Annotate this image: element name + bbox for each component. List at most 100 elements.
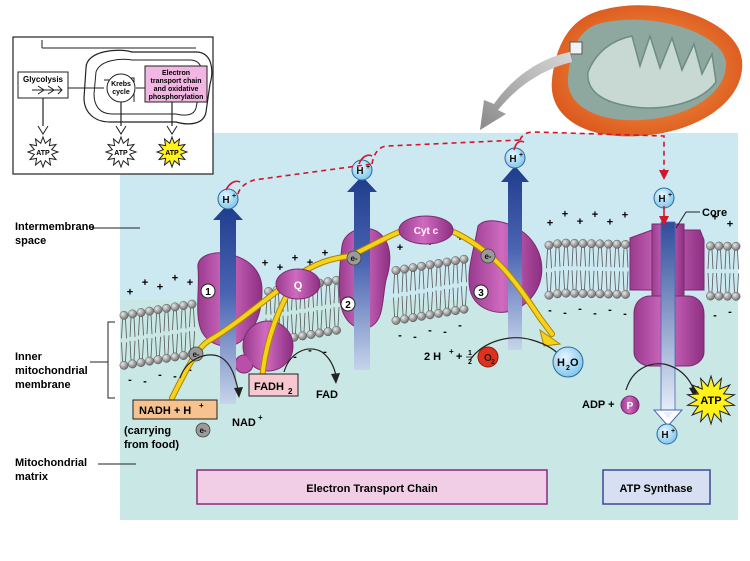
svg-text:+: + — [592, 209, 598, 221]
inner-membrane-label-1: Inner — [15, 351, 43, 363]
svg-text:+: + — [262, 257, 268, 269]
svg-text:+: + — [562, 208, 568, 220]
svg-text:-: - — [323, 346, 327, 358]
inset-krebs-label-2: cycle — [112, 89, 130, 96]
svg-text:-: - — [128, 374, 132, 386]
svg-text:+: + — [622, 210, 628, 222]
atp-burst: ATP — [685, 374, 737, 426]
svg-text:2: 2 — [566, 365, 570, 372]
q-label: Q — [294, 280, 303, 292]
carrying-label-1: (carrying — [124, 425, 171, 437]
svg-text:-: - — [143, 376, 147, 388]
nad-label: NAD — [232, 417, 256, 429]
complex-number-3: 3 — [473, 284, 489, 300]
inset-atp-2: ATP — [114, 150, 128, 157]
svg-text:+: + — [577, 216, 583, 228]
svg-text:e-: e- — [484, 252, 491, 261]
atp-curve — [625, 363, 695, 391]
svg-text:H: H — [658, 194, 665, 205]
atp-synthase-title-box: ATP Synthase — [602, 469, 711, 505]
two-h-label: 2 H — [424, 351, 441, 363]
matrix-label-2: matrix — [15, 471, 49, 483]
nadh-box: NADH + H + — [132, 399, 218, 420]
svg-text:+: + — [366, 164, 370, 171]
nadh-label: NADH + H — [139, 405, 191, 417]
complex-number-1: 1 — [200, 283, 216, 299]
charge-markers: +-+-+-+-+-+-+-+-+-+-+-+-+-+-+-+-+-+-+-+-… — [127, 208, 733, 387]
svg-text:+: + — [187, 277, 193, 289]
svg-text:+: + — [157, 282, 163, 294]
inset-glycolysis-label: Glycolysis — [23, 75, 64, 84]
svg-text:-: - — [563, 307, 567, 319]
matrix-label-1: Mitochondrial — [15, 457, 87, 469]
water-curve — [469, 337, 563, 361]
nad-curve — [179, 354, 239, 391]
plus-sign: + — [456, 351, 462, 363]
svg-text:+: + — [547, 217, 553, 229]
svg-text:+: + — [307, 257, 313, 269]
inset-etc-label-4: phosphorylation — [149, 94, 204, 101]
svg-text:+: + — [322, 248, 328, 260]
fadh-sub: 2 — [288, 387, 293, 396]
atp-product-label: ATP — [700, 395, 721, 407]
adp-label: ADP + — [582, 399, 615, 411]
svg-text:O: O — [570, 357, 579, 369]
svg-text:-: - — [398, 329, 402, 341]
svg-text:+: + — [607, 216, 613, 228]
mitochondrion-illustration — [551, 5, 743, 137]
svg-text:-: - — [158, 369, 162, 381]
svg-text:-: - — [623, 308, 627, 320]
svg-text:+: + — [519, 152, 523, 159]
svg-text:-: - — [173, 371, 177, 383]
svg-text:+: + — [668, 192, 672, 199]
svg-text:e-: e- — [192, 350, 199, 359]
nadh-plus-sup: + — [199, 401, 204, 410]
half-denominator: 2 — [468, 359, 472, 366]
svg-text:+: + — [727, 219, 733, 231]
etc-title: Electron Transport Chain — [306, 483, 438, 495]
fadh-label: FADH — [254, 381, 284, 393]
svg-text:-: - — [548, 305, 552, 317]
oxygen-molecule: O 2 — [477, 346, 499, 368]
cytc-label: Cyt c — [414, 226, 439, 237]
proton-ions: H+H+H+H+H+ — [217, 147, 678, 445]
svg-text:-: - — [713, 310, 717, 322]
etc-title-box: Electron Transport Chain — [196, 469, 548, 505]
inner-membrane-label-2: mitochondrial — [15, 365, 88, 377]
svg-text:-: - — [308, 344, 312, 356]
svg-text:1: 1 — [205, 287, 211, 298]
svg-text:+: + — [671, 428, 675, 435]
two-h-plus-sup: + — [449, 347, 454, 356]
svg-text:-: - — [428, 325, 432, 337]
svg-text:H: H — [356, 166, 363, 177]
atp-synthase-title: ATP Synthase — [620, 483, 693, 495]
svg-text:3: 3 — [478, 288, 484, 299]
svg-text:H: H — [222, 195, 229, 206]
svg-text:-: - — [578, 303, 582, 315]
svg-text:H: H — [557, 357, 565, 369]
core-label: Core — [702, 207, 727, 219]
inset-krebs-label-1: Krebs — [111, 81, 131, 88]
inset-etc-label-1: Electron — [162, 70, 190, 77]
cytochrome-c: Cyt c — [398, 215, 454, 245]
svg-text:-: - — [443, 326, 447, 338]
svg-text:2: 2 — [491, 359, 495, 366]
svg-text:-: - — [413, 331, 417, 343]
inset-atp-1: ATP — [36, 150, 50, 157]
nad-arrowhead — [234, 387, 243, 398]
svg-text:+: + — [712, 211, 718, 223]
svg-text:-: - — [593, 307, 597, 319]
core-label-group: Core — [675, 207, 727, 229]
fad-curve — [283, 348, 337, 377]
svg-text:2: 2 — [345, 300, 351, 311]
svg-text:-: - — [293, 351, 297, 363]
intermembrane-label-2: space — [15, 235, 46, 247]
fad-arrowhead — [331, 373, 340, 384]
ubiquinone-q: Q — [275, 268, 321, 300]
svg-text:e-: e- — [199, 426, 206, 435]
inset-etc-label-2: transport chain — [151, 78, 202, 85]
zoom-pointer-arrow — [480, 52, 572, 130]
svg-text:e-: e- — [350, 254, 357, 263]
svg-text:+: + — [397, 242, 403, 254]
water-molecule: H 2 O — [552, 346, 584, 378]
